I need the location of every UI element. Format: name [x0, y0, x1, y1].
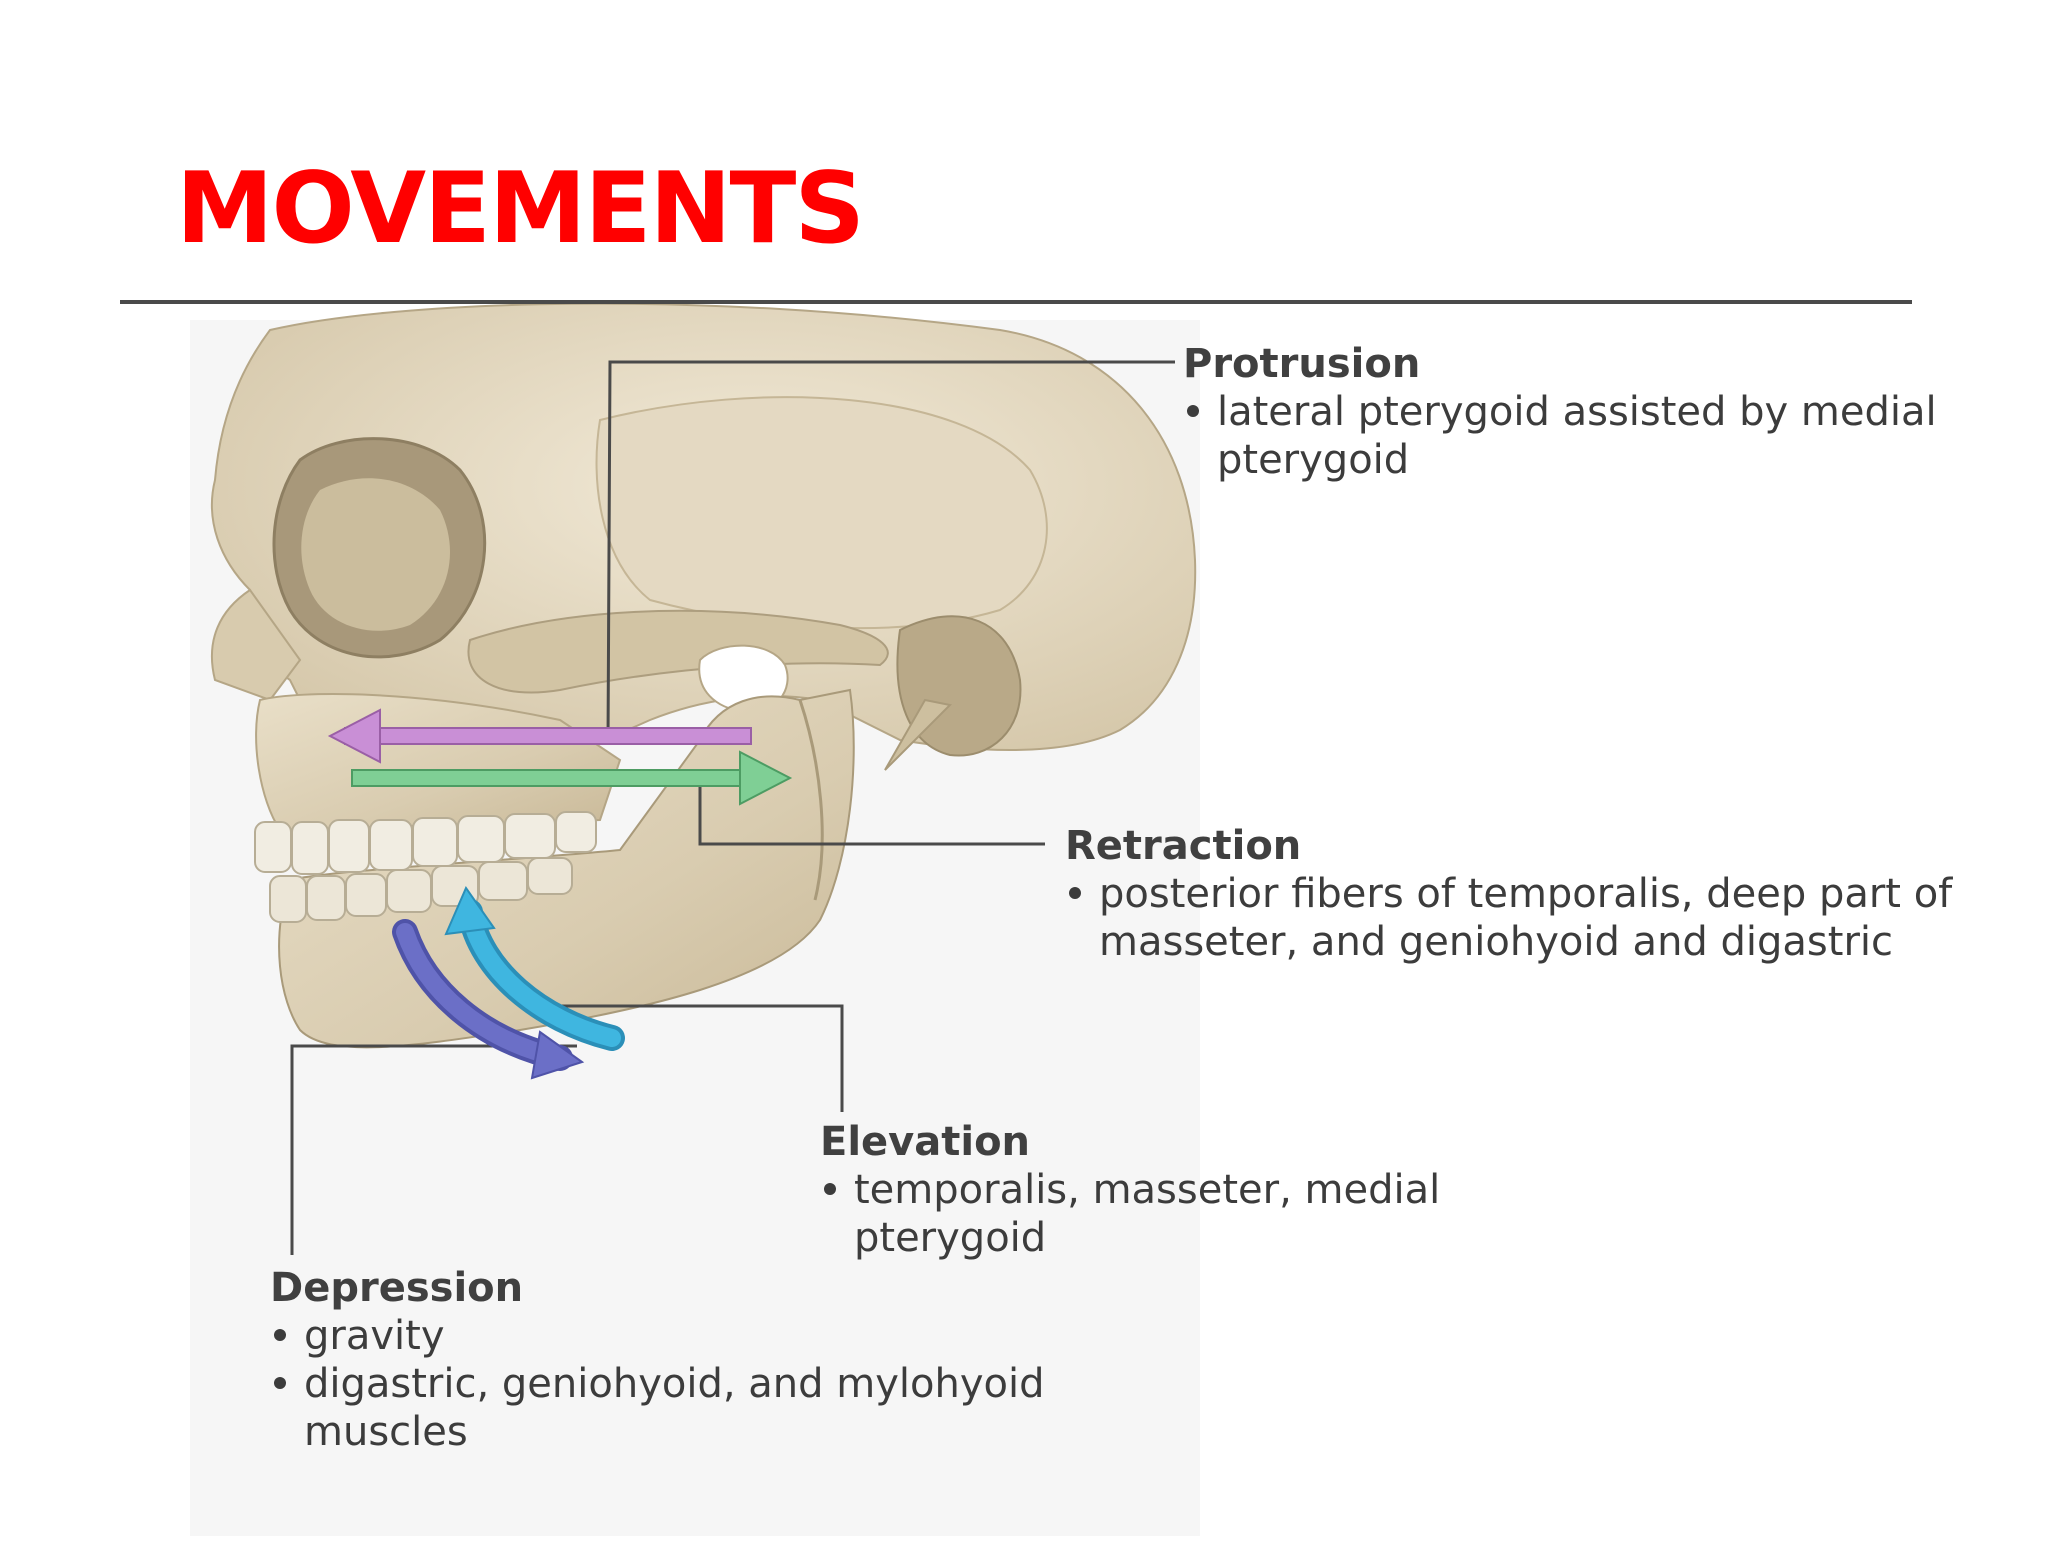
elevation-arrow	[444, 885, 625, 1051]
title-divider	[120, 300, 1912, 304]
retraction-arrow	[351, 750, 793, 806]
retraction-label: Retraction posterior fibers of temporali…	[1065, 822, 1965, 966]
temporal-fossa	[595, 396, 1048, 630]
mandible-ramus	[798, 699, 824, 901]
retraction-heading: Retraction	[1065, 823, 1302, 869]
depression-leader-line	[290, 1044, 577, 1255]
styloid-process	[884, 698, 953, 771]
elevation-label: Elevation temporalis, masseter, medial p…	[820, 1118, 1520, 1262]
orbit-inner	[301, 478, 450, 631]
retraction-bullet: posterior fibers of temporalis, deep par…	[1065, 870, 1965, 966]
elevation-bullet: temporalis, masseter, medial pterygoid	[820, 1166, 1520, 1262]
protrusion-arrow	[327, 708, 752, 764]
depression-arrow	[392, 919, 585, 1080]
protrusion-bullet: lateral pterygoid assisted by medial pte…	[1183, 388, 2003, 484]
depression-bullet-2: digastric, geniohyoid, and mylohyoid mus…	[270, 1360, 1130, 1456]
protrusion-leader-line	[606, 360, 1175, 743]
elevation-leader-line	[548, 1004, 844, 1112]
zygomatic-arch	[467, 609, 889, 694]
retraction-leader-line	[698, 782, 1045, 846]
elevation-heading: Elevation	[820, 1119, 1031, 1165]
depression-heading: Depression	[270, 1265, 524, 1311]
slide-title: MOVEMENTS	[176, 152, 865, 266]
protrusion-heading: Protrusion	[1183, 341, 1421, 387]
nasal-bone	[210, 588, 302, 702]
protrusion-label: Protrusion lateral pterygoid assisted by…	[1183, 340, 2003, 484]
upper-teeth	[254, 811, 597, 875]
depression-bullet-1: gravity	[270, 1312, 1130, 1360]
leader-lines	[290, 360, 1175, 1255]
depression-label: Depression gravity digastric, geniohyoid…	[270, 1264, 1130, 1456]
